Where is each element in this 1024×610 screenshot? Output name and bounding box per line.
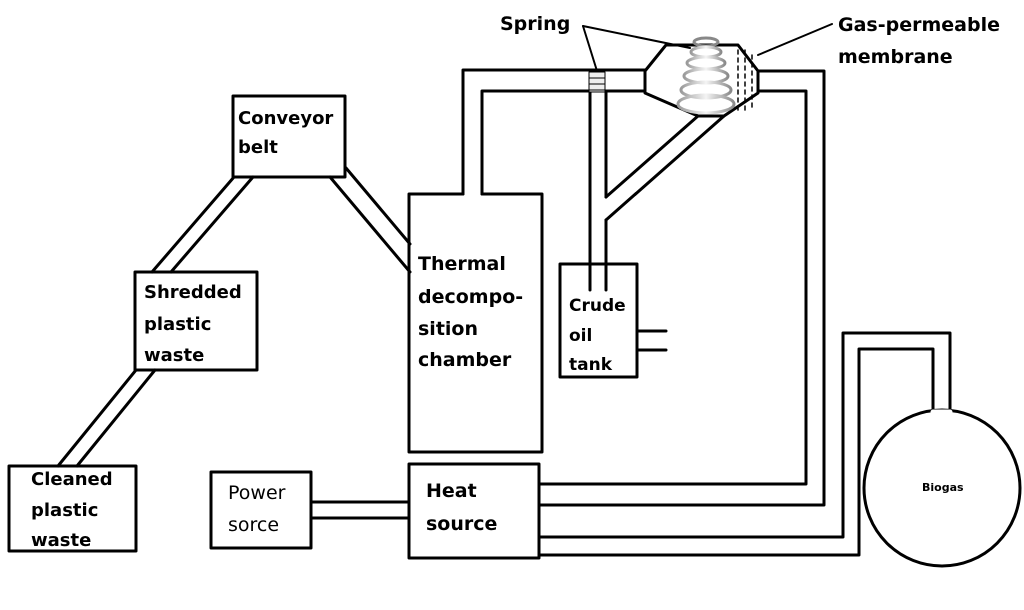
gas-pipe-chamber-to-membrane bbox=[461, 68, 647, 196]
crude-label-line3: tank bbox=[569, 355, 613, 375]
membrane-label-line1: Gas-permeable bbox=[838, 14, 1000, 36]
gas-return-pipe bbox=[537, 69, 826, 507]
link-cleaned-to-shredded bbox=[56, 368, 157, 468]
conveyor-label-line1: Conveyor bbox=[238, 108, 333, 129]
heat-label-line2: source bbox=[426, 513, 497, 535]
shredded-label-line3: waste bbox=[144, 345, 204, 366]
spring-icon bbox=[676, 36, 736, 115]
link-conveyor-to-chamber bbox=[328, 166, 412, 274]
membrane-label-line2: membrane bbox=[838, 46, 953, 68]
cleaned-plastic-box bbox=[7, 464, 138, 553]
cleaned-label-line2: plastic bbox=[31, 500, 98, 521]
power-cable bbox=[309, 500, 411, 520]
cleaned-label-line3: waste bbox=[31, 530, 91, 551]
spring-callout-lines bbox=[582, 25, 691, 72]
conveyor-label-line2: belt bbox=[238, 137, 278, 158]
power-label-line1: Power bbox=[228, 482, 286, 504]
shredded-plastic-box bbox=[133, 270, 259, 372]
membrane-callout-line bbox=[757, 23, 833, 56]
thermal-label-line3: sition bbox=[418, 318, 478, 340]
shredded-label-line2: plastic bbox=[144, 314, 211, 335]
power-source-box bbox=[209, 470, 313, 550]
membrane-line bbox=[737, 49, 753, 113]
heat-label-line1: Heat bbox=[426, 480, 477, 502]
crude-label-line2: oil bbox=[569, 326, 592, 346]
thermal-label-line4: chamber bbox=[418, 349, 512, 371]
cleaned-label-line1: Cleaned bbox=[31, 469, 113, 490]
heat-source-box bbox=[407, 462, 541, 560]
link-shredded-to-conveyor bbox=[150, 175, 255, 274]
crude-oil-outlet bbox=[635, 329, 668, 352]
conveyor-belt-box bbox=[231, 94, 347, 179]
thermal-label-line1: Thermal bbox=[418, 253, 506, 275]
biogas-label: Biogas bbox=[922, 481, 964, 494]
shredded-label-line1: Shredded bbox=[144, 282, 242, 303]
power-label-line2: sorce bbox=[228, 514, 279, 536]
oil-pipe-to-tank bbox=[588, 89, 726, 292]
spring-label: Spring bbox=[500, 13, 570, 35]
biogas-pipe bbox=[537, 331, 952, 557]
thermal-chamber-box bbox=[407, 192, 544, 454]
crude-label-line1: Crude bbox=[569, 296, 626, 316]
thermal-label-line2: decompo- bbox=[418, 286, 523, 308]
crude-oil-tank-box bbox=[558, 262, 639, 379]
valve-spring bbox=[588, 71, 606, 93]
